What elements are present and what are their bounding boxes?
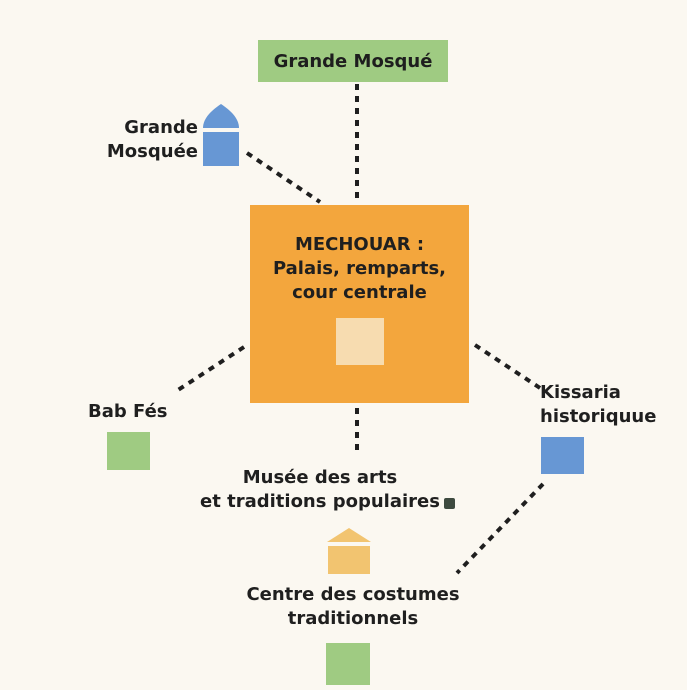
bab-fes-square	[107, 432, 150, 470]
grande-mosquee-label: Grande Mosquée	[98, 116, 198, 164]
grande-mosquee-label-line2: Mosquée	[106, 141, 198, 162]
mechouar-title-line1: MECHOUAR :	[294, 234, 425, 255]
mechouar-title-line2: Palais, remparts,	[272, 258, 447, 279]
link-babfes-center	[173, 345, 246, 394]
musee-label: Musée des arts et traditions populaires	[190, 466, 450, 514]
link-kissaria-center	[473, 343, 542, 390]
musee-label-line2: et traditions populaires	[200, 491, 440, 512]
centre-costumes-label: Centre des costumes traditionnels	[228, 583, 478, 631]
kissaria-square	[541, 437, 584, 474]
centre-costumes-label-line2: traditionnels	[287, 608, 419, 629]
bab-fes-label-text: Bab Fés	[88, 401, 168, 422]
grande-mosque-box-label: Grande Mosqué	[273, 50, 433, 72]
centre-costumes-square	[326, 643, 370, 685]
link-kissaria-costumes	[455, 482, 545, 575]
house-roof-icon	[327, 528, 371, 574]
kissaria-label-line1: Kissaria	[540, 382, 621, 403]
centre-costumes-label-line1: Centre des costumes	[246, 584, 460, 605]
mechouar-box: MECHOUAR : Palais, remparts, cour centra…	[250, 205, 469, 403]
mechouar-title-line3: cour centrale	[292, 282, 427, 303]
musee-label-line1: Musée des arts	[242, 467, 398, 488]
kissaria-label: Kissaria historiquue	[540, 381, 656, 429]
mechouar-title: MECHOUAR : Palais, remparts, cour centra…	[250, 233, 469, 305]
link-mosquee-center	[245, 151, 322, 204]
mosque-dome-icon	[203, 104, 239, 166]
central-courtyard-square	[336, 318, 384, 365]
grande-mosque-box: Grande Mosqué	[258, 40, 448, 82]
grande-mosquee-label-line1: Grande	[124, 117, 198, 138]
bab-fes-label: Bab Fés	[88, 400, 168, 424]
kissaria-label-line2: historiquue	[540, 406, 657, 427]
musee-marker-dot	[444, 498, 455, 509]
